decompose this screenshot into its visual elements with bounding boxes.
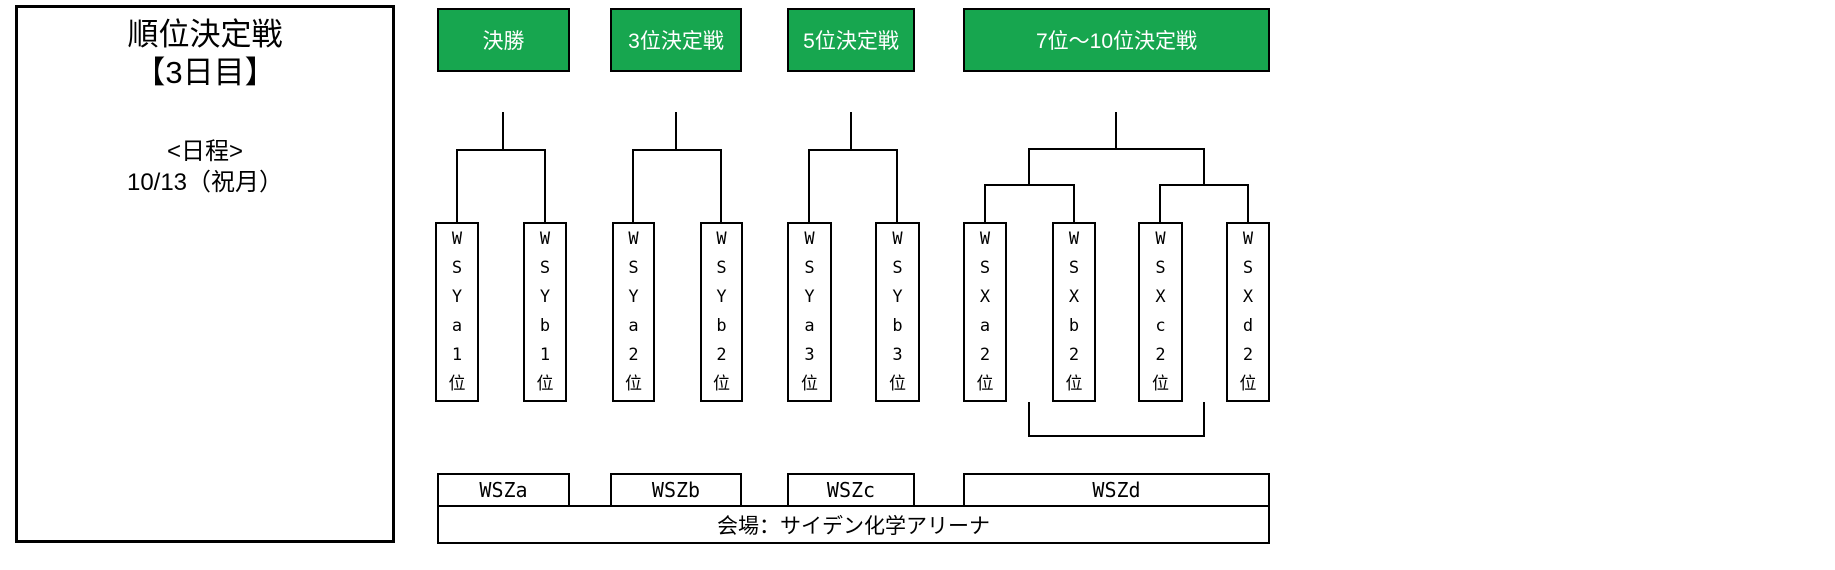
court-wszb: WSZb <box>610 473 742 507</box>
bracket-line <box>720 149 722 223</box>
court-wszc: WSZc <box>787 473 915 507</box>
slot-wsxb2-label: W S X b 2 位 <box>1065 229 1083 394</box>
bracket-line <box>632 149 722 151</box>
bracket-line <box>808 149 810 223</box>
slot-wsxd2-label: W S X d 2 位 <box>1239 229 1257 394</box>
court-wsza-label: WSZa <box>479 478 528 502</box>
slot-wsxd2: W S X d 2 位 <box>1226 222 1270 402</box>
bracket-line <box>896 149 898 223</box>
slot-wsyb3-label: W S Y b 3 位 <box>889 229 906 394</box>
header-fifth-place: 5位決定戦 <box>787 8 915 72</box>
slot-wsyb2: W S Y b 2 位 <box>700 222 743 402</box>
bracket-line <box>1115 112 1117 150</box>
bracket-line <box>675 112 677 150</box>
page-title-line1: 順位決定戦 <box>127 17 283 52</box>
header-third-place-label: 3位決定戦 <box>628 30 724 53</box>
bracket-line <box>850 112 852 150</box>
bracket-line <box>502 112 504 150</box>
bracket-line <box>1028 402 1030 437</box>
slot-wsya2: W S Y a 2 位 <box>612 222 655 402</box>
bracket-line <box>984 184 986 223</box>
bracket-line <box>1073 184 1075 223</box>
info-box: 順位決定戦 【3日目】 <日程> 10/13（祝月） <box>15 5 395 543</box>
bracket-line <box>1203 148 1205 186</box>
schedule-date: 10/13（祝月） <box>126 169 284 196</box>
header-final: 決勝 <box>437 8 570 72</box>
court-wszd: WSZd <box>963 473 1270 507</box>
court-wszc-label: WSZc <box>826 478 876 502</box>
bracket-line <box>1028 148 1205 150</box>
header-third-place: 3位決定戦 <box>610 8 742 72</box>
slot-wsyb2-label: W S Y b 2 位 <box>713 229 730 394</box>
bracket-line <box>1159 184 1161 223</box>
slot-wsya1: W S Y a 1 位 <box>435 222 479 402</box>
slot-wsxc2: W S X c 2 位 <box>1138 222 1183 402</box>
court-wszd-label: WSZd <box>1092 478 1141 502</box>
schedule-label: <日程> <box>166 138 244 165</box>
venue-label: 会場：サイデン化学アリーナ <box>717 514 990 538</box>
bracket-line <box>808 149 898 151</box>
slot-wsxa2: W S X a 2 位 <box>963 222 1007 402</box>
slot-wsya3-label: W S Y a 3 位 <box>801 229 818 394</box>
bracket-line <box>544 149 546 223</box>
header-fifth-place-label: 5位決定戦 <box>803 30 899 53</box>
venue-bar: 会場：サイデン化学アリーナ <box>437 505 1270 544</box>
slot-wsyb1: W S Y b 1 位 <box>523 222 567 402</box>
header-seventh-to-tenth-label: 7位～10位決定戦 <box>1035 30 1198 53</box>
slot-wsxb2: W S X b 2 位 <box>1052 222 1096 402</box>
page-title-line2: 【3日目】 <box>134 55 276 90</box>
slot-wsya3: W S Y a 3 位 <box>787 222 832 402</box>
slot-wsyb3: W S Y b 3 位 <box>875 222 920 402</box>
slot-wsxa2-label: W S X a 2 位 <box>976 229 994 394</box>
header-seventh-to-tenth: 7位～10位決定戦 <box>963 8 1270 72</box>
slot-wsya1-label: W S Y a 1 位 <box>448 229 466 394</box>
slot-wsxc2-label: W S X c 2 位 <box>1152 229 1169 394</box>
bracket-line <box>632 149 634 223</box>
bracket-line <box>984 184 1075 186</box>
bracket-line <box>1247 184 1249 223</box>
court-wsza: WSZa <box>437 473 570 507</box>
header-final-label: 決勝 <box>482 30 525 53</box>
slot-wsyb1-label: W S Y b 1 位 <box>536 229 554 394</box>
court-wszb-label: WSZb <box>651 478 701 502</box>
slot-wsya2-label: W S Y a 2 位 <box>625 229 642 394</box>
bracket-line <box>456 149 546 151</box>
bracket-line <box>1028 148 1030 186</box>
bracket-line <box>1159 184 1249 186</box>
bracket-line <box>1203 402 1205 437</box>
bracket-line <box>1028 435 1205 437</box>
bracket-line <box>456 149 458 223</box>
